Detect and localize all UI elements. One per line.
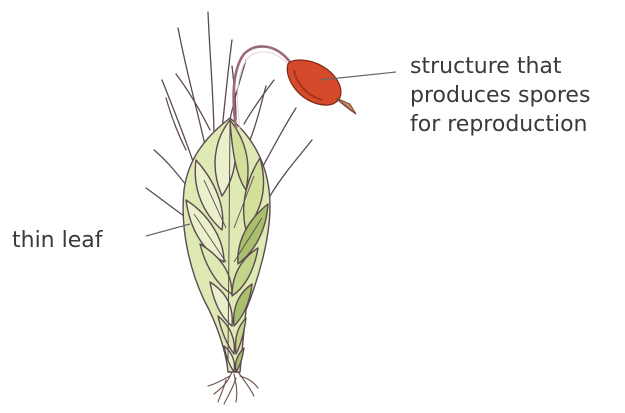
capsule-label-line: for reproduction: [410, 110, 620, 139]
seta-stalk: [234, 46, 290, 128]
leaf-leader-line: [146, 224, 190, 236]
roots: [208, 372, 258, 404]
capsule-label-line: structure that: [410, 52, 620, 81]
spore-capsule: [287, 60, 356, 114]
leafy-shoot: [183, 118, 270, 372]
capsule-label: structure that produces spores for repro…: [410, 52, 620, 139]
leaf-label: thin leaf: [12, 226, 103, 255]
capsule-label-line: produces spores: [410, 81, 620, 110]
